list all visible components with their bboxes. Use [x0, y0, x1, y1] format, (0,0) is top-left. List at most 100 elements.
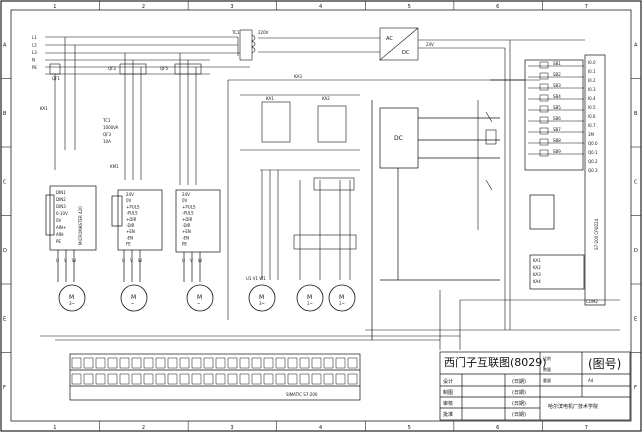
row-mark: F — [3, 385, 6, 391]
title-right-label: 重量 — [543, 377, 551, 383]
drive-terminal: +EN — [126, 229, 135, 234]
tc1-label: TC1 — [231, 30, 240, 35]
motor-label: M — [339, 294, 344, 301]
motor-symbol — [328, 284, 356, 312]
row-mark: F — [634, 385, 637, 391]
drive-terminal: 0V — [126, 198, 132, 203]
drive-terminal: +PULS — [182, 204, 196, 209]
supply-label: L2 — [32, 43, 37, 48]
km1-label: KM1 — [110, 164, 119, 169]
controller-label: DC — [394, 135, 403, 142]
title-row-date: (日期) — [512, 412, 526, 418]
row-mark: D — [3, 248, 7, 254]
plc-io: I0.7 — [588, 123, 596, 128]
motor-phase: 1~ — [307, 301, 313, 306]
plc-io: I0.0 — [588, 60, 596, 65]
drive-terminal: -PULS — [126, 211, 138, 216]
row-mark: A — [634, 42, 638, 48]
drive-terminal: -DIR — [126, 223, 135, 228]
drive-1 — [45, 185, 97, 282]
supply-label: N — [32, 58, 35, 63]
title-row-date: (日期) — [512, 379, 526, 385]
plc-io: I0.5 — [588, 105, 596, 110]
pushbutton-label: SB7 — [553, 127, 561, 132]
drive-terminal: DIN3 — [56, 204, 66, 209]
tc1-spec-line: 10A — [103, 139, 111, 144]
drive-terminal: +PULS — [126, 204, 140, 209]
qf5-label: QF5 — [160, 66, 168, 71]
row-mark: D — [634, 248, 638, 254]
drive-terminal: +EN — [182, 229, 191, 234]
terminal-strip-cells — [71, 357, 358, 385]
column-mark: 4 — [319, 425, 322, 431]
column-mark: 2 — [142, 425, 145, 431]
title-right-value: A4 — [588, 378, 594, 383]
title-block — [439, 351, 631, 421]
uvw-label: W — [72, 258, 76, 263]
ka-label: KA1 — [533, 258, 541, 263]
row-mark: E — [3, 316, 6, 322]
uvw-label: V — [130, 258, 133, 263]
motor-phase: 3~ — [69, 301, 75, 306]
drive-terminal: -PULS — [182, 211, 194, 216]
column-mark: 7 — [585, 425, 588, 431]
qf2-label: QF2 — [108, 66, 116, 71]
converter-ac: AC — [386, 36, 393, 42]
terminal-strip — [69, 353, 361, 401]
drive-terminal: -EN — [182, 235, 189, 240]
motor-symbol — [296, 284, 324, 312]
title-row-date: (日期) — [512, 401, 526, 407]
plc-module — [490, 54, 606, 306]
plc-io: I0.1 — [588, 69, 596, 74]
ka-label: KA4 — [533, 279, 541, 284]
column-mark: 5 — [408, 425, 411, 431]
title-right-label: 数量 — [543, 366, 551, 372]
pushbutton-label: SB9 — [553, 149, 561, 154]
motor-label: M — [197, 294, 202, 301]
ka-label: KA2 — [533, 265, 541, 270]
footer-org: 哈尔滨电机厂技术学院 — [548, 403, 598, 410]
motor-symbol — [248, 284, 276, 312]
middle-switches — [477, 100, 497, 230]
drive-terminal: 24V — [126, 192, 134, 197]
drive-terminal: AIN- — [56, 232, 65, 237]
uvw-label: U — [122, 258, 125, 263]
uvw-label: V — [190, 258, 193, 263]
supply-label: L3 — [32, 50, 37, 55]
motor-phase: 1~ — [339, 301, 345, 306]
drive-terminal: DIN2 — [56, 197, 66, 202]
plc-io-labels: I0.0I0.1I0.2I0.3I0.4I0.5I0.6I0.71MQ0.0Q0… — [533, 60, 598, 284]
drive-terminal: +DIR — [182, 217, 193, 222]
voltage-220: 220V — [258, 30, 269, 35]
row-mark: A — [3, 42, 7, 48]
drive-3 — [175, 189, 221, 282]
column-mark: 6 — [496, 425, 499, 431]
title-block-rows: 设计(日期)制图(日期)审核(日期)批准(日期) — [443, 378, 526, 418]
motor-symbol — [120, 284, 148, 312]
drive-terminal: DIN1 — [56, 190, 66, 195]
drive-terminal: AIN+ — [56, 225, 66, 230]
ka3-label: KA3 — [294, 74, 302, 79]
motor-phase: ~ — [197, 301, 200, 306]
uvw-label: W — [198, 258, 202, 263]
drawing-number: (图号) — [588, 357, 621, 371]
uvw-label: U — [182, 258, 185, 263]
voltage-24: 24V — [426, 42, 434, 47]
column-mark: 5 — [408, 4, 411, 10]
title-row-label: 制图 — [443, 389, 453, 396]
contactor-group — [240, 94, 360, 280]
title-row-label: 设计 — [443, 378, 453, 385]
title-row-label: 审核 — [443, 400, 453, 407]
pushbutton-label: SB3 — [553, 83, 561, 88]
drive-2 — [111, 189, 163, 282]
plc-io: Q0.3 — [588, 168, 598, 173]
